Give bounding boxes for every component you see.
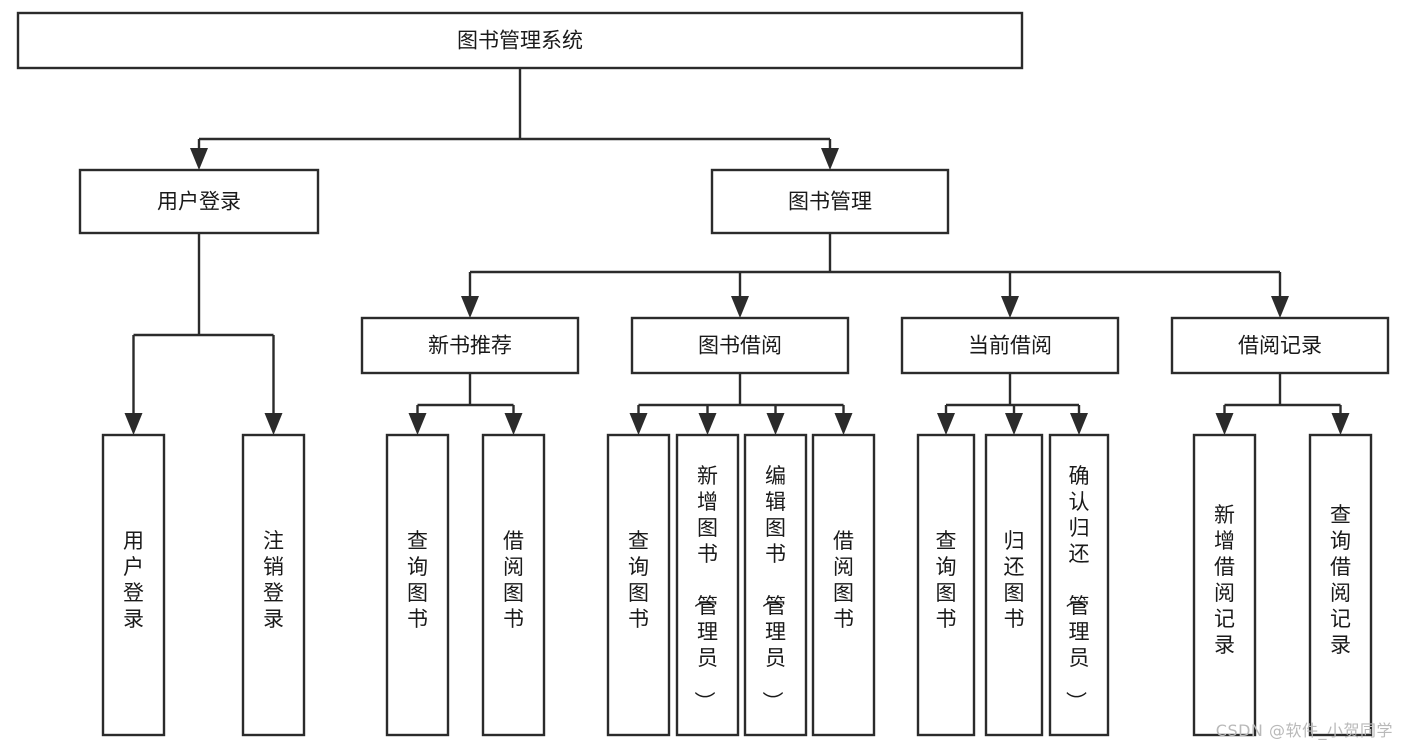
root-node-label: 图书管理系统 (457, 29, 583, 53)
node-leaf-add-book-box (675, 433, 740, 737)
node-leaf-user-login-label: 用户登录 (123, 529, 144, 631)
node-leaf-query-book-2-box (606, 433, 671, 737)
book-borrow-arrow-0 (629, 413, 648, 435)
node-leaf-return-book-label: 归还图书 (1004, 529, 1025, 631)
root-arrow-0 (190, 148, 208, 170)
node-leaf-borrow-book-2-label: 借阅图书 (833, 529, 854, 631)
node-leaf-query-record-box (1308, 433, 1373, 737)
node-book-management-box (710, 168, 950, 235)
book-borrow-arrow-1 (698, 413, 717, 435)
node-leaf-user-login[interactable]: 用户登录 (101, 433, 166, 737)
node-leaf-query-book-3-box (916, 433, 976, 737)
current-borrow-arrow-0 (937, 413, 955, 435)
node-leaf-return-book[interactable]: 归还图书 (984, 433, 1044, 737)
node-leaf-logout-login[interactable]: 注销登录 (241, 433, 306, 737)
node-user-login-box (78, 168, 320, 235)
book-management-arrow-0 (461, 296, 479, 318)
connectors-layer (124, 68, 1350, 435)
node-leaf-query-record[interactable]: 查询借阅记录 (1308, 433, 1373, 737)
node-book-borrow-label: 图书借阅 (698, 334, 782, 358)
user-login-arrow-1 (264, 413, 283, 435)
node-leaf-add-record-label: 新增借阅记录 (1214, 503, 1235, 657)
node-leaf-borrow-book-1-label: 借阅图书 (503, 529, 524, 631)
node-borrow-record[interactable]: 借阅记录 (1170, 316, 1390, 375)
book-borrow-arrow-3 (834, 413, 853, 435)
node-leaf-borrow-book-2[interactable]: 借阅图书 (811, 433, 876, 737)
node-leaf-edit-book-label: 编辑图书（管理员） (760, 464, 786, 712)
root-node-box (16, 11, 1024, 70)
new-book-recommend-arrow-1 (504, 413, 523, 435)
node-leaf-edit-book-box (743, 433, 808, 737)
node-borrow-record-box (1170, 316, 1390, 375)
boxes-layer: 图书管理系统用户登录图书管理新书推荐图书借阅当前借阅借阅记录用户登录注销登录查询… (16, 11, 1390, 737)
node-leaf-confirm-return-box (1048, 433, 1110, 737)
node-leaf-add-record-box (1192, 433, 1257, 737)
node-leaf-return-book-box (984, 433, 1044, 737)
node-book-borrow-box (630, 316, 850, 375)
node-user-login[interactable]: 用户登录 (78, 168, 320, 235)
node-leaf-confirm-return-label: 确认归还（管理员） (1064, 464, 1090, 712)
user-login-arrow-0 (124, 413, 143, 435)
node-new-book-recommend-box (360, 316, 580, 375)
node-leaf-borrow-book-1-box (481, 433, 546, 737)
new-book-recommend-arrow-0 (408, 413, 427, 435)
root-node[interactable]: 图书管理系统 (16, 11, 1024, 70)
book-management-arrow-1 (731, 296, 749, 318)
node-leaf-user-login-box (101, 433, 166, 737)
node-leaf-query-book-1-box (385, 433, 450, 737)
node-book-management[interactable]: 图书管理 (710, 168, 950, 235)
node-new-book-recommend[interactable]: 新书推荐 (360, 316, 580, 375)
node-borrow-record-label: 借阅记录 (1238, 334, 1322, 358)
current-borrow-arrow-1 (1005, 413, 1023, 435)
node-current-borrow-box (900, 316, 1120, 375)
borrow-record-arrow-0 (1215, 413, 1234, 435)
watermark-text: CSDN @软件_小贺同学 (1215, 721, 1393, 740)
node-leaf-add-record[interactable]: 新增借阅记录 (1192, 433, 1257, 737)
node-leaf-add-book[interactable]: 新增图书（管理员） (675, 433, 740, 737)
node-leaf-borrow-book-1[interactable]: 借阅图书 (481, 433, 546, 737)
borrow-record-arrow-1 (1331, 413, 1350, 435)
node-leaf-query-book-2-label: 查询图书 (628, 529, 649, 631)
node-book-borrow[interactable]: 图书借阅 (630, 316, 850, 375)
node-user-login-label: 用户登录 (157, 190, 241, 214)
node-leaf-logout-login-label: 注销登录 (263, 529, 284, 631)
node-leaf-query-book-1[interactable]: 查询图书 (385, 433, 450, 737)
node-leaf-query-book-3-label: 查询图书 (936, 529, 957, 631)
book-management-arrow-2 (1001, 296, 1019, 318)
node-leaf-query-book-3[interactable]: 查询图书 (916, 433, 976, 737)
node-leaf-confirm-return[interactable]: 确认归还（管理员） (1048, 433, 1110, 737)
node-leaf-borrow-book-2-box (811, 433, 876, 737)
node-leaf-edit-book[interactable]: 编辑图书（管理员） (743, 433, 808, 737)
node-current-borrow-label: 当前借阅 (968, 334, 1052, 358)
root-arrow-1 (821, 148, 839, 170)
node-book-management-label: 图书管理 (788, 190, 872, 214)
current-borrow-arrow-2 (1070, 413, 1088, 435)
node-new-book-recommend-label: 新书推荐 (428, 334, 512, 358)
book-borrow-arrow-2 (766, 413, 785, 435)
node-current-borrow[interactable]: 当前借阅 (900, 316, 1120, 375)
book-management-arrow-3 (1271, 296, 1289, 318)
node-leaf-query-record-label: 查询借阅记录 (1330, 503, 1351, 657)
node-leaf-logout-login-box (241, 433, 306, 737)
node-leaf-query-book-2[interactable]: 查询图书 (606, 433, 671, 737)
node-leaf-query-book-1-label: 查询图书 (407, 529, 428, 631)
node-leaf-add-book-label: 新增图书（管理员） (692, 464, 718, 712)
